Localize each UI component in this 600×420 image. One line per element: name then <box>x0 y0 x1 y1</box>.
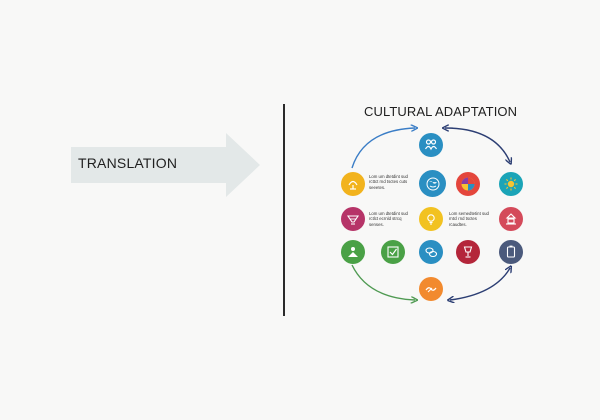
chat-icon <box>419 240 443 264</box>
translation-label: TRANSLATION <box>78 155 178 171</box>
temple-icon <box>499 207 523 231</box>
check-box-icon <box>381 240 405 264</box>
people-icon <box>419 133 443 157</box>
person-icon <box>341 240 365 264</box>
arc-bottom-left <box>351 264 415 300</box>
globe-icon <box>419 170 446 197</box>
translation-arrow-shape <box>71 133 260 197</box>
lightbulb-icon <box>419 207 443 231</box>
text-block-1: Lom um dtetdint sud rcttct rnd tsctes cu… <box>369 174 408 190</box>
goblet-icon <box>456 240 480 264</box>
cycle-arrows <box>351 120 560 320</box>
arc-bottom-right <box>450 268 510 300</box>
sun-hand-icon <box>341 172 365 196</box>
text-block-2: Lom um dtetdint sud rctlct ecrnld strcq … <box>369 211 408 227</box>
cultural-adaptation-title: CULTURAL ADAPTATION <box>364 104 518 119</box>
text-block-3: Lom semedtetint sud rntcl rnd tsctes rca… <box>449 211 489 227</box>
sun-icon <box>499 172 523 196</box>
document-icon <box>499 240 523 264</box>
bowl-icon <box>341 207 365 231</box>
arc-upper-left <box>351 128 415 169</box>
translation-arrow <box>71 133 260 197</box>
handshake-icon <box>419 277 443 301</box>
divider-line <box>283 104 285 316</box>
arc-top-right <box>445 128 510 162</box>
umbrella-icon <box>456 172 480 196</box>
